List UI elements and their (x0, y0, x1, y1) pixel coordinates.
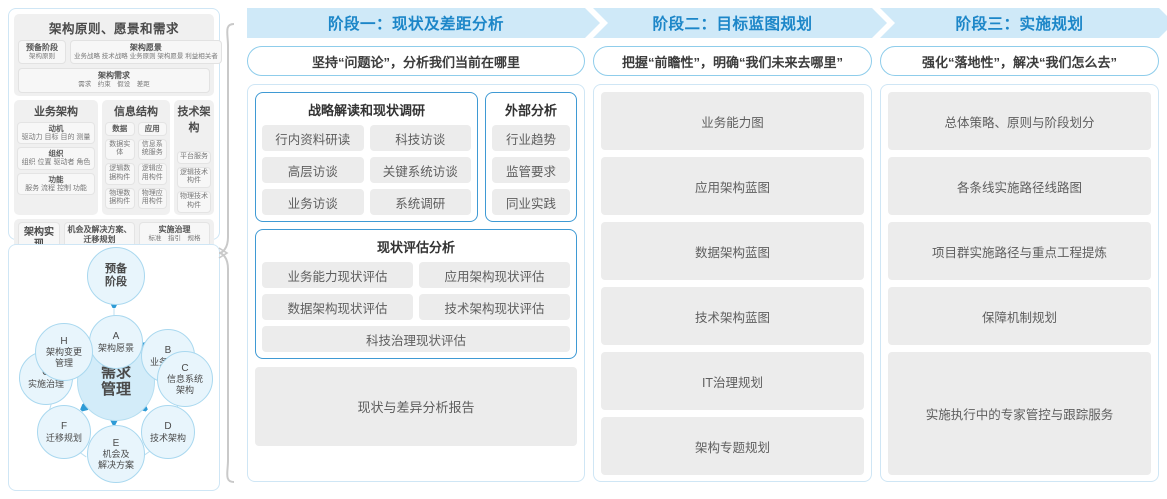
adm-node-d-technology-architecture[interactable]: D 技术架构 (141, 405, 195, 459)
phase-3-body: 总体策略、原则与阶段划分 各条线实施路径线路图 项目群实施路径与重点工程提炼 保… (880, 84, 1159, 482)
chip-item[interactable]: 保障机制规划 (888, 287, 1151, 345)
phase-3-subtitle: 强化“落地性”，解决“我们怎么去” (880, 46, 1159, 76)
phase-2-title: 阶段二：目标蓝图规划 (652, 16, 813, 33)
phase-3-items: 总体策略、原则与阶段划分 各条线实施路径线路图 项目群实施路径与重点工程提炼 保… (888, 92, 1151, 475)
architecture-requirements-card: 架构需求 需求 约束 假设 差距 (18, 68, 210, 93)
business-function-item: 功能 服务 流程 控制 功能 (17, 172, 95, 196)
phase-2-items: 业务能力图 应用架构蓝图 数据架构蓝图 技术架构蓝图 IT治理规划 架构专题规划 (601, 92, 864, 475)
phase-3-column: 阶段三：实施规划 强化“落地性”，解决“我们怎么去” 总体策略、原则与阶段划分 … (880, 8, 1167, 482)
business-motivation-item: 动机 驱动力 目标 目的 测量 (17, 121, 95, 145)
framework-top-title: 架构原则、愿景和需求 (48, 22, 179, 36)
phase-1-column: 阶段一：现状及差距分析 坚持“问题论”，分析我们当前在哪里 战略解读和现状调研 … (247, 8, 600, 482)
phase-3-header: 阶段三：实施规划 (880, 8, 1167, 38)
chip-item[interactable]: 行业趋势 (492, 125, 570, 151)
technology-architecture-column: 技术架构 平台服务 逻辑技术构件 物理技术构件 (174, 99, 214, 215)
chip-item[interactable]: 业务访谈 (262, 189, 364, 215)
chip-item[interactable]: 科技访谈 (369, 125, 471, 151)
architecture-requirements-heading: 架构需求 (98, 71, 130, 81)
architecture-vision-sub: 业务战略 技术战略 业务原则 架构愿景 利益相关者 (74, 53, 218, 60)
chip-item[interactable]: 同业实践 (492, 189, 570, 215)
adm-node-preliminary[interactable]: 预备 阶段 (87, 247, 145, 305)
data-group: 数据 数据实体 逻辑数据构件 物理数据构件 (105, 121, 135, 210)
chip-item[interactable]: 总体策略、原则与阶段划分 (888, 92, 1151, 150)
chip-item[interactable]: 监管要求 (492, 157, 570, 183)
gap-analysis-report-box[interactable]: 现状与差异分析报告 (255, 367, 577, 446)
chip-item[interactable]: 架构专题规划 (601, 417, 864, 475)
strategy-research-head: 战略解读和现状调研 (307, 103, 425, 118)
framework-domain-columns: 业务架构 动机 驱动力 目标 目的 测量 组织 组织 位置 驱动者 角色 功能 … (14, 99, 214, 215)
preliminary-phase-card: 预备阶段 架构原则 (18, 40, 66, 65)
chip-item[interactable]: 项目群实施路径与重点工程提炼 (888, 222, 1151, 280)
business-architecture-column: 业务架构 动机 驱动力 目标 目的 测量 组织 组织 位置 驱动者 角色 功能 … (14, 99, 98, 215)
chip-item[interactable]: 业务能力图 (601, 92, 864, 150)
chip-item[interactable]: 技术架构蓝图 (601, 287, 864, 345)
chip-item[interactable]: 关键系统访谈 (369, 157, 471, 183)
external-analysis-head: 外部分析 (504, 103, 557, 118)
phase-2-header: 阶段二：目标蓝图规划 (593, 8, 887, 38)
adm-node-a-architecture-vision[interactable]: A 架构愿景 (89, 315, 143, 369)
phase-2-column: 阶段二：目标蓝图规划 把握“前瞻性”，明确“我们未来去哪里” 业务能力图 应用架… (593, 8, 887, 482)
adm-node-h-architecture-change-management[interactable]: H 架构变更 管理 (35, 323, 93, 381)
chip-item[interactable]: 数据架构现状评估 (262, 294, 413, 320)
technology-architecture-title: 技术架构 (177, 105, 211, 134)
information-structure-column: 信息结构 数据 数据实体 逻辑数据构件 物理数据构件 应用 信息系统服务 逻辑应… (102, 99, 170, 215)
framework-top-row-1: 预备阶段 架构原则 架构愿景 业务战略 技术战略 业务原则 架构愿景 利益相关者 (18, 40, 222, 65)
chip-item[interactable]: 系统调研 (369, 189, 471, 215)
preliminary-phase-heading: 预备阶段 (26, 43, 58, 52)
strategy-research-items: 行内资料研读 科技访谈 高层访谈 关键系统访谈 业务访谈 系统调研 (262, 125, 471, 215)
architecture-requirements-sub: 需求 约束 假设 差距 (78, 81, 150, 89)
chip-item[interactable]: 实施执行中的专家管控与跟踪服务 (888, 352, 1151, 475)
external-analysis-card: 外部分析 行业趋势 监管要求 同业实践 (485, 92, 577, 222)
phase-1-body: 战略解读和现状调研 行内资料研读 科技访谈 高层访谈 关键系统访谈 业务访谈 系… (247, 84, 585, 482)
phase-1-title: 阶段一：现状及差距分析 (327, 16, 504, 33)
adm-cycle-panel: 预备 阶段 需求 管理 A 架构愿景 B 业务架构 C 信息系统 架构 D 技术… (8, 244, 220, 491)
chip-item-full[interactable]: 科技治理现状评估 (262, 326, 570, 352)
preliminary-phase-sub: 架构原则 (29, 53, 55, 60)
chip-item[interactable]: 行内资料研读 (262, 125, 364, 151)
business-architecture-title: 业务架构 (34, 105, 78, 118)
brace-connector-icon (218, 23, 235, 483)
chip-item[interactable]: 数据架构蓝图 (601, 222, 864, 280)
chip-item[interactable]: 业务能力现状评估 (262, 262, 413, 288)
phase-1-top-groups: 战略解读和现状调研 行内资料研读 科技访谈 高层访谈 关键系统访谈 业务访谈 系… (255, 92, 577, 222)
external-analysis-items: 行业趋势 监管要求 同业实践 (492, 125, 570, 215)
phase-1-header: 阶段一：现状及差距分析 (247, 8, 600, 38)
architecture-implementation-block: 架构实现 机会及解决方案、迁移规划 工作包 架构契约 实施治理 标准 指引 规格 (14, 218, 214, 260)
chip-item[interactable]: 应用架构现状评估 (419, 262, 570, 288)
chip-item[interactable]: IT治理规划 (601, 352, 864, 410)
adm-node-c-information-systems-architecture[interactable]: C 信息系统 架构 (157, 351, 213, 407)
business-organization-item: 组织 组织 位置 驱动者 角色 (17, 147, 95, 170)
chip-item[interactable]: 高层访谈 (262, 157, 364, 183)
information-structure-title: 信息结构 (114, 105, 158, 118)
adm-node-f-migration-planning[interactable]: F 迁移规划 (37, 405, 91, 459)
chip-item[interactable]: 应用架构蓝图 (601, 157, 864, 215)
phase-2-subtitle: 把握“前瞻性”，明确“我们未来去哪里” (593, 46, 872, 76)
current-state-assessment-head: 现状评估分析 (376, 240, 455, 255)
chip-item[interactable]: 各条线实施路径线路图 (888, 157, 1151, 215)
current-state-assessment-items: 业务能力现状评估 应用架构现状评估 数据架构现状评估 技术架构现状评估 (262, 262, 570, 320)
application-group: 应用 信息系统服务 逻辑应用构件 物理应用构件 (137, 121, 167, 210)
togaf-framework-panel: 架构原则、愿景和需求 预备阶段 架构原则 架构愿景 业务战略 技术战略 业务原则… (8, 8, 222, 260)
adm-node-e-opportunities-solutions[interactable]: E 机会及 解决方案 (87, 425, 145, 483)
strategy-research-card: 战略解读和现状调研 行内资料研读 科技访谈 高层访谈 关键系统访谈 业务访谈 系… (255, 92, 478, 222)
chip-item[interactable]: 技术架构现状评估 (419, 294, 570, 320)
phase-3-title: 阶段三：实施规划 (955, 16, 1084, 33)
phase-2-body: 业务能力图 应用架构蓝图 数据架构蓝图 技术架构蓝图 IT治理规划 架构专题规划 (593, 84, 872, 482)
phase-1-subtitle: 坚持“问题论”，分析我们当前在哪里 (247, 46, 585, 76)
architecture-vision-card: 架构愿景 业务战略 技术战略 业务原则 架构愿景 利益相关者 (70, 40, 222, 65)
architecture-vision-heading: 架构愿景 (129, 43, 162, 52)
architecture-principles-block: 架构原则、愿景和需求 预备阶段 架构原则 架构愿景 业务战略 技术战略 业务原则… (14, 14, 222, 96)
current-state-assessment-card: 现状评估分析 业务能力现状评估 应用架构现状评估 数据架构现状评估 技术架构现状… (255, 229, 577, 359)
